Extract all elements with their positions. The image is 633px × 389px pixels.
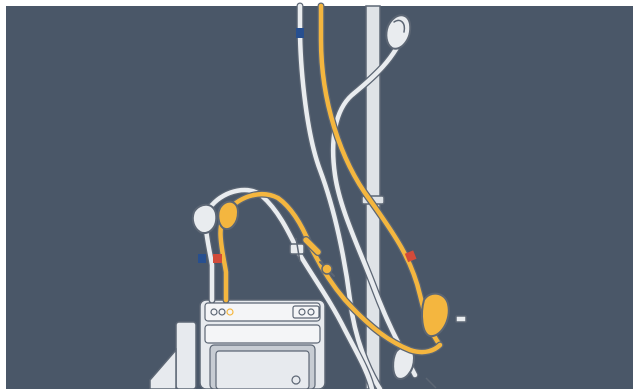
color-markers: [198, 28, 417, 263]
white-tubing: [191, 2, 419, 389]
yellow-tubing: [217, 2, 450, 356]
machine-console: [149, 299, 326, 389]
clamps: [289, 237, 467, 389]
